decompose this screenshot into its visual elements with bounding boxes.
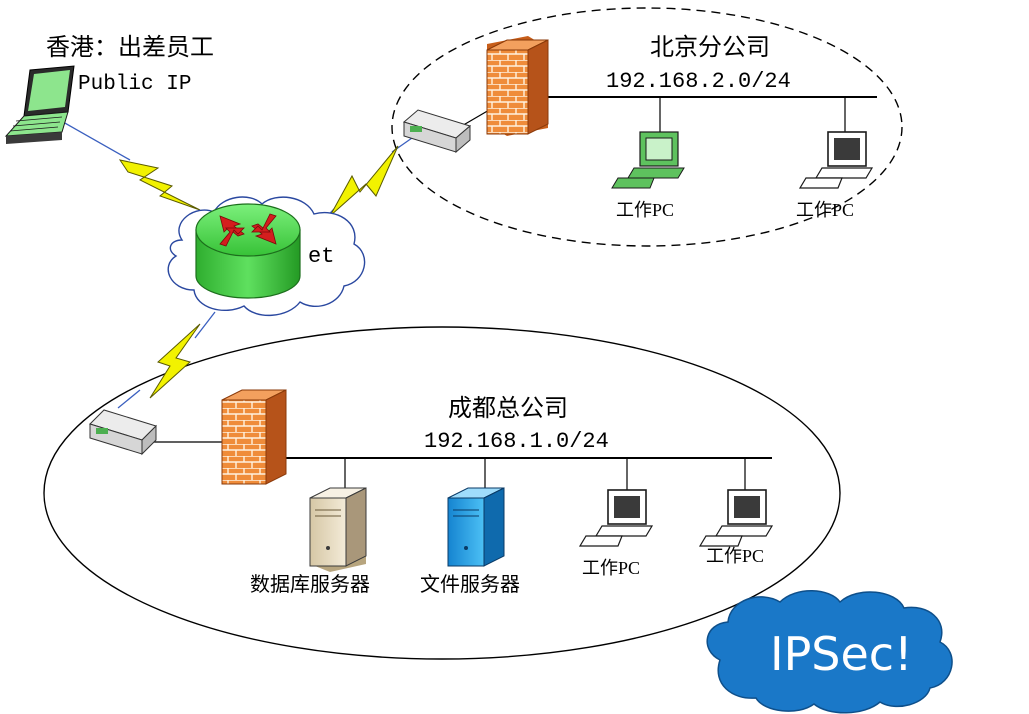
chengdu-region-ellipse bbox=[43, 326, 841, 660]
beijing-subnet: 192.168.2.0/24 bbox=[606, 69, 791, 94]
beijing-modem-icon bbox=[402, 109, 472, 154]
chengdu-wan-link bbox=[117, 311, 216, 409]
lightning-icon bbox=[118, 159, 201, 211]
chengdu-name: 成都总公司 bbox=[448, 394, 568, 422]
chengdu-pc-2-label: 工作PC bbox=[706, 546, 764, 566]
lightning-icon bbox=[329, 145, 399, 217]
ipsec-badge-text: IPSec! bbox=[770, 627, 913, 681]
router-icon bbox=[195, 203, 301, 299]
remote-user-ip: Public IP bbox=[78, 73, 191, 96]
beijing-firewall-icon bbox=[486, 36, 549, 136]
chengdu-pc-1-label: 工作PC bbox=[582, 558, 640, 578]
database-server-label: 数据库服务器 bbox=[250, 572, 370, 596]
chengdu-modem-icon bbox=[89, 409, 157, 456]
chengdu-subnet: 192.168.1.0/24 bbox=[424, 429, 609, 454]
lightning-icon bbox=[149, 323, 201, 399]
chengdu-firewall-icon bbox=[221, 389, 287, 485]
beijing-region-ellipse bbox=[391, 7, 903, 247]
beijing-wan-link bbox=[321, 137, 413, 223]
beijing-pc-2-label: 工作PC bbox=[796, 200, 854, 220]
internet-label: et bbox=[308, 244, 334, 269]
chengdu-pc-1-icon bbox=[578, 489, 654, 547]
remote-user-title: 香港：出差员工 bbox=[46, 33, 214, 61]
file-server-label: 文件服务器 bbox=[420, 572, 520, 596]
file-server-icon bbox=[447, 487, 505, 567]
database-server-icon bbox=[309, 487, 367, 572]
beijing-pc-1-label: 工作PC bbox=[616, 200, 674, 220]
laptop-icon bbox=[4, 65, 75, 144]
ipsec-badge-cloud: IPSec! bbox=[706, 590, 953, 714]
beijing-pc-1-icon bbox=[611, 131, 685, 189]
beijing-pc-2-icon bbox=[798, 131, 874, 189]
chengdu-pc-2-icon bbox=[698, 489, 774, 547]
beijing-name: 北京分公司 bbox=[650, 33, 770, 61]
chengdu-lan-bus bbox=[150, 441, 772, 492]
